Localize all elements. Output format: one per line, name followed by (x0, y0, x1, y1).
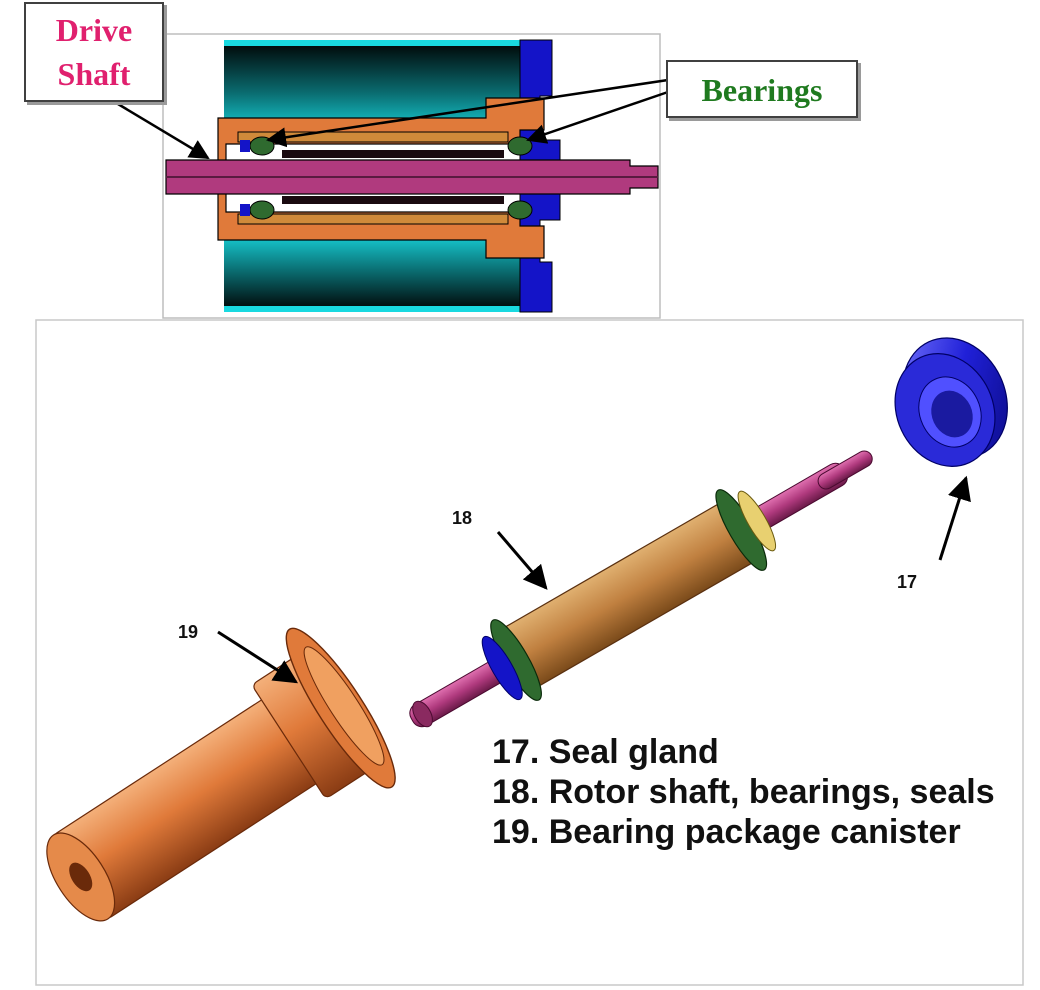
legend-item-18: 18. Rotor shaft, bearings, seals (492, 773, 995, 811)
bearings-callout: Bearings (666, 60, 858, 118)
legend-item-19: 19. Bearing package canister (492, 813, 961, 851)
rotor-assembly-part (409, 450, 873, 728)
bearings-leader-right (526, 90, 669, 144)
bearing-left-bottom (249, 200, 275, 220)
seal-gland-leader (938, 475, 971, 561)
bearings-leader-left (266, 78, 669, 148)
parts-legend: 17. Seal gland 18. Rotor shaft, bearings… (492, 732, 995, 852)
section-view (117, 33, 669, 319)
rotor-leader (496, 531, 548, 590)
drive-shaft-label-line-1: Drive (55, 12, 133, 48)
bearing-right-top (507, 136, 533, 156)
seal-gland-part (894, 337, 1008, 467)
callout-number-17: 17 (897, 572, 918, 592)
canister-part (46, 627, 396, 922)
bearings-label: Bearings (701, 72, 823, 108)
legend-item-17: 17. Seal gland (492, 733, 719, 771)
canister-leader (217, 630, 299, 684)
drive-shaft-callout: Drive Shaft (24, 2, 164, 102)
drive-shaft-leader (117, 102, 210, 160)
callout-number-19: 19 (178, 622, 199, 642)
exploded-view (35, 319, 1024, 986)
bearing-right-bottom (507, 200, 533, 220)
drive-shaft-label-line-2: Shaft (57, 56, 131, 92)
housing-bottom (224, 230, 520, 312)
callout-number-18: 18 (452, 508, 473, 528)
